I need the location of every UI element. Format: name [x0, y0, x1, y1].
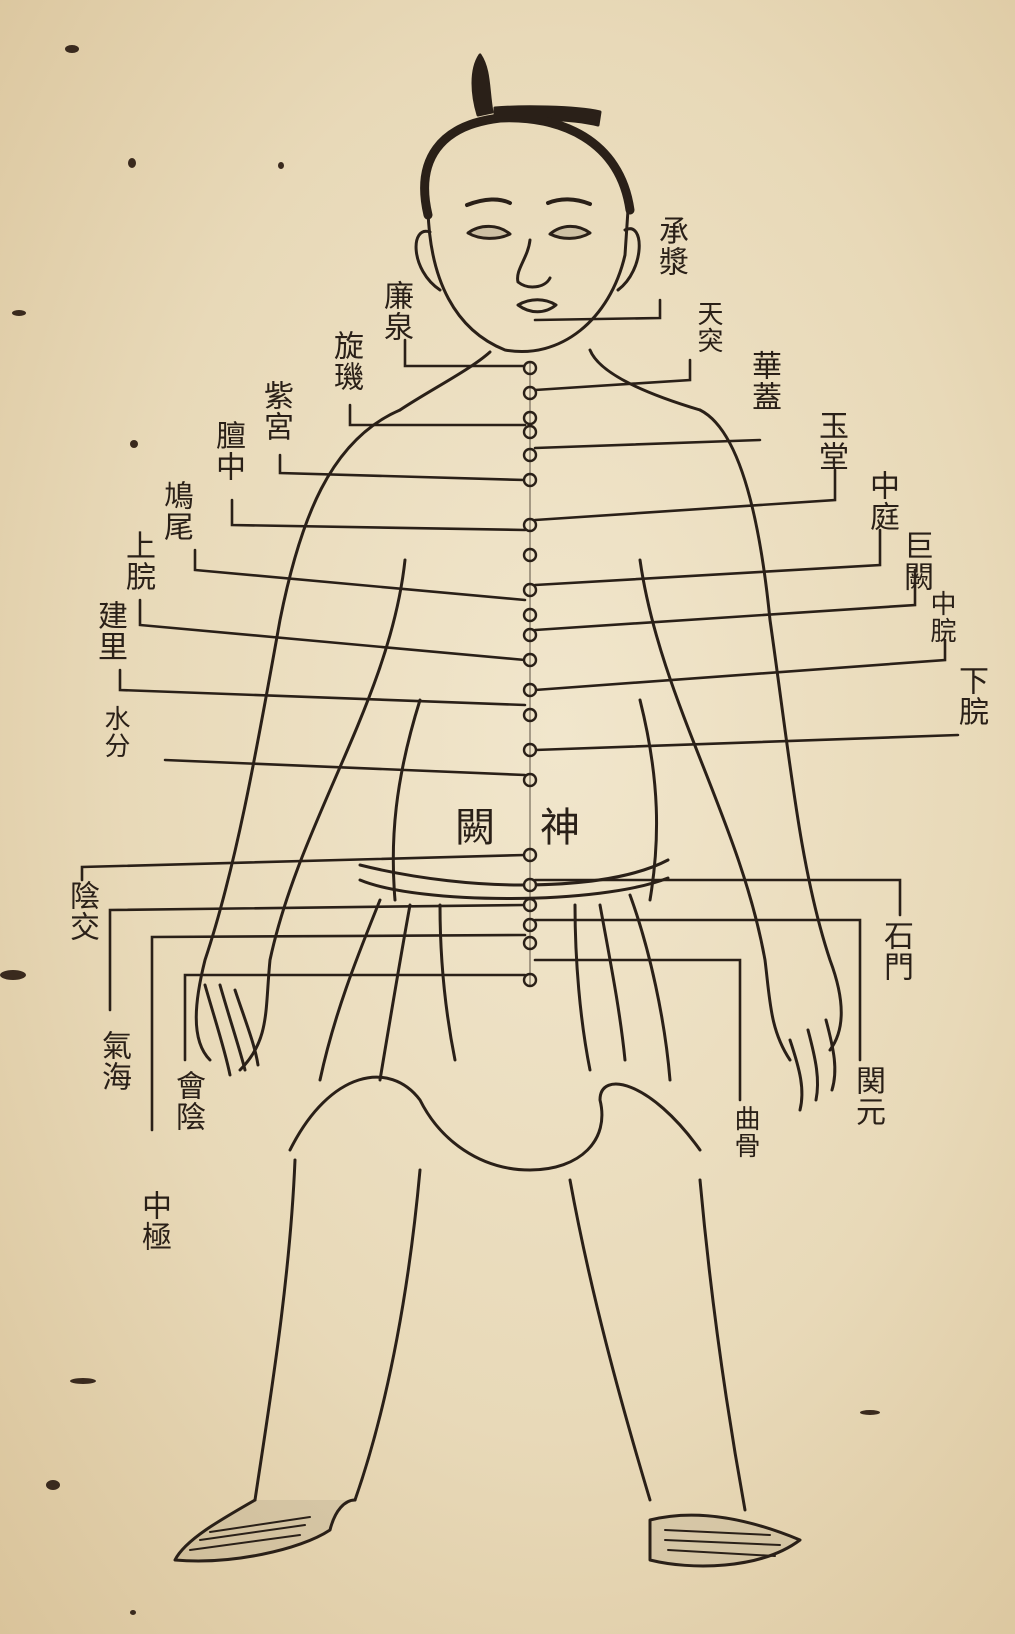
label-tiantu: 天突 — [695, 300, 721, 354]
pointer-shimen — [535, 880, 900, 915]
label-shimen: 石門 — [880, 920, 910, 982]
left-arm-outer — [196, 410, 400, 1060]
waist-left — [360, 865, 520, 885]
ink-spot — [70, 1378, 96, 1384]
pointer-danzhong — [232, 500, 525, 530]
pointer-jiuwei — [195, 550, 525, 600]
left-ear — [416, 231, 440, 290]
pointer-zhongji — [152, 935, 525, 1130]
garment-right-3 — [575, 905, 590, 1070]
pointer-zigong — [280, 455, 525, 480]
ink-spot — [46, 1480, 60, 1490]
nose — [518, 240, 550, 287]
mouth — [518, 300, 556, 312]
label-yinjiao: 陰交 — [66, 880, 96, 942]
pointer-huiyin — [185, 975, 525, 1060]
label-yutang: 玉堂 — [815, 410, 845, 472]
right-eye — [550, 226, 590, 238]
right-leg-outer — [700, 1180, 745, 1510]
hair — [425, 118, 630, 215]
pointer-huagai — [535, 440, 760, 448]
label-huiyin: 會陰 — [172, 1070, 202, 1132]
center-label-left: 闕 — [455, 795, 495, 853]
right-arm-outer — [700, 410, 841, 1050]
ink-spot — [278, 162, 284, 169]
pointer-qihai — [110, 905, 525, 1010]
pointer-yutang — [535, 470, 835, 520]
face-outline — [428, 210, 628, 352]
pointer-zhongwan — [535, 640, 945, 690]
label-xiawan: 下脘 — [955, 665, 985, 727]
label-chengjiang: 承漿 — [655, 215, 685, 277]
ink-spot — [128, 158, 136, 168]
label-zhongting: 中庭 — [866, 470, 896, 532]
topknot — [473, 55, 492, 115]
pointer-qugu — [535, 960, 740, 1100]
pointer-xiawan — [535, 735, 958, 750]
pointer-jianli — [120, 670, 525, 705]
label-guanyuan: 関元 — [852, 1065, 882, 1127]
ink-spot — [130, 1610, 136, 1615]
label-qugu: 曲骨 — [732, 1105, 758, 1159]
garment-right-1 — [630, 895, 670, 1080]
ink-spot — [0, 970, 26, 980]
label-zigong: 紫宮 — [260, 380, 290, 442]
garment-left-2 — [380, 905, 410, 1080]
garment-hem — [290, 1077, 700, 1170]
label-qihai: 氣海 — [98, 1030, 128, 1092]
label-xuanji: 旋璣 — [330, 330, 360, 392]
pointer-yinjiao — [82, 855, 525, 880]
pointer-zhongting — [535, 530, 880, 585]
right-brow — [548, 199, 590, 204]
pointer-shuifen — [165, 760, 525, 775]
right-hand — [790, 1020, 835, 1110]
label-juque: 巨闕 — [900, 530, 930, 592]
label-danzhong: 膻中 — [212, 420, 242, 482]
left-leg-inner — [355, 1170, 420, 1500]
garment-left-1 — [320, 900, 380, 1080]
left-eye — [468, 226, 510, 238]
torso-left — [393, 700, 420, 900]
right-leg-inner — [570, 1180, 650, 1500]
label-shangwan: 上脘 — [122, 530, 152, 592]
pointer-shangwan — [140, 600, 525, 660]
center-label-right: 神 — [540, 795, 580, 853]
pointer-lianquan — [405, 340, 525, 366]
label-shuifen: 水分 — [102, 705, 128, 759]
ink-spot — [130, 440, 138, 448]
pointer-juque — [535, 570, 915, 630]
label-jianli: 建里 — [94, 600, 124, 662]
garment-left-3 — [440, 905, 455, 1060]
ink-spot — [860, 1410, 880, 1415]
label-huagai: 華蓋 — [748, 350, 778, 412]
neck-left — [400, 352, 490, 410]
label-jiuwei: 鳩尾 — [160, 480, 190, 542]
label-zhongwan: 中脘 — [928, 590, 954, 644]
ink-spot — [65, 45, 79, 53]
garment-right-2 — [600, 905, 625, 1060]
right-ear — [618, 229, 639, 290]
ink-spot — [12, 310, 26, 316]
left-hand — [205, 985, 258, 1075]
label-lianquan: 廉泉 — [380, 280, 410, 342]
right-arm-inner — [640, 560, 790, 1060]
left-leg-outer — [255, 1160, 295, 1500]
label-zhongji: 中極 — [138, 1190, 168, 1252]
left-brow — [467, 199, 510, 205]
